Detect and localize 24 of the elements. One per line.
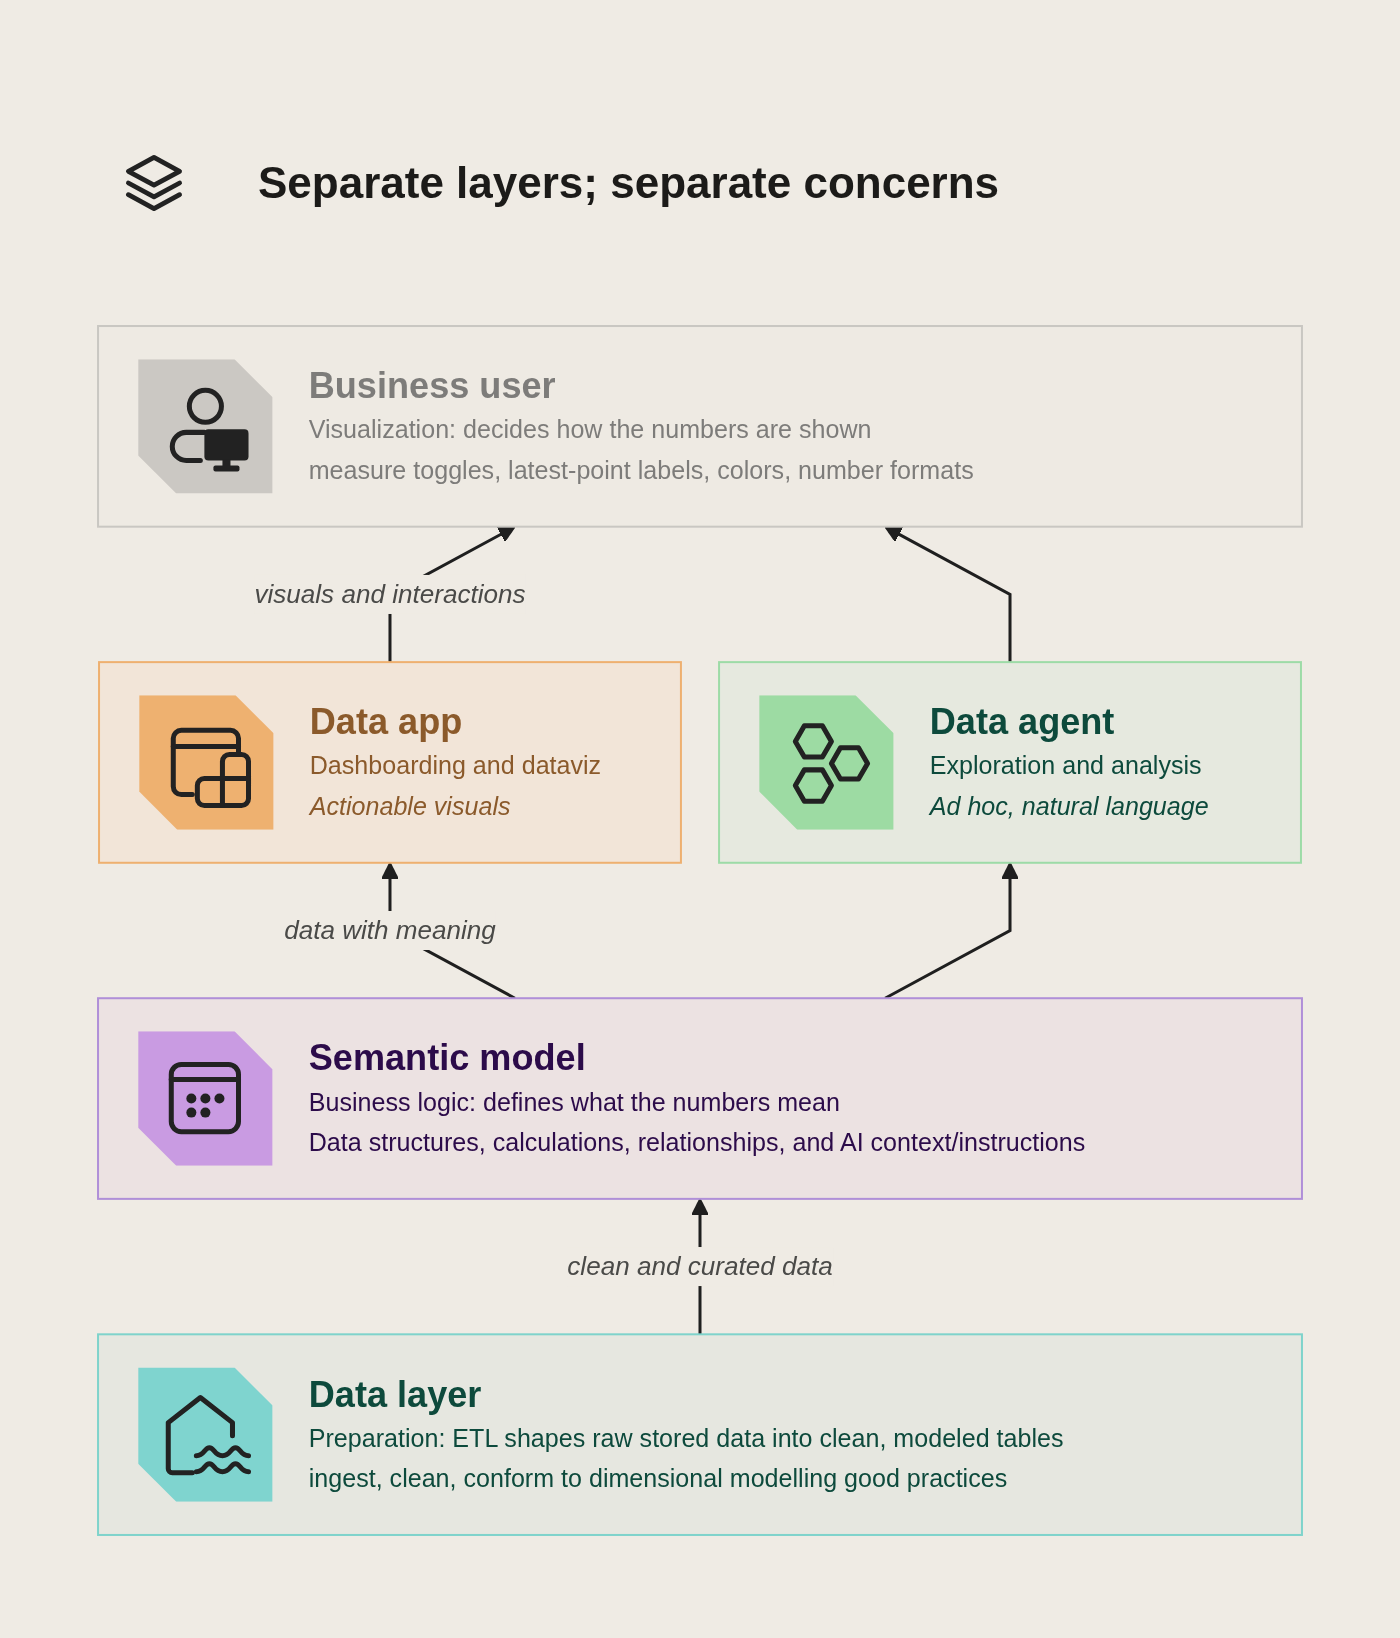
layer-description: Exploration and analysis	[929, 750, 1202, 782]
layer-details: Data structures, calculations, relationships, and AI context/instructions	[308, 1126, 1086, 1158]
edge-label: data with meaning	[284, 910, 496, 951]
layer-details: ingest, clean, conform to dimensional modelling good practices	[308, 1462, 1008, 1494]
layer-box	[97, 325, 1303, 528]
layer-box	[97, 1333, 1303, 1536]
layer-box	[718, 661, 1302, 864]
layer-title: Data layer	[308, 1372, 482, 1417]
layer-description: Visualization: decides how the numbers are shown	[308, 414, 872, 446]
edge-label: clean and curated data	[567, 1247, 833, 1287]
layer-box	[98, 661, 682, 864]
edge-label: visuals and interactions	[254, 574, 526, 614]
layer-description: Preparation: ETL shapes raw stored data into clean, modeled tables	[308, 1422, 1064, 1454]
layer-details: Actionable visuals	[309, 790, 511, 822]
layer-title: Data app	[309, 700, 463, 745]
layer-title: Business user	[308, 364, 556, 409]
layer-box	[97, 997, 1303, 1200]
layer-details: Ad hoc, natural language	[929, 790, 1209, 822]
layer-title: Data agent	[929, 700, 1115, 745]
layer-details: measure toggles, latest-point labels, colors, number formats	[308, 454, 974, 486]
diagram-title: Separate layers; separate concerns	[258, 158, 1000, 208]
layer-description: Dashboarding and dataviz	[309, 750, 602, 782]
layer-title: Semantic model	[308, 1036, 586, 1081]
layer-description: Business logic: defines what the numbers mean	[308, 1086, 840, 1118]
